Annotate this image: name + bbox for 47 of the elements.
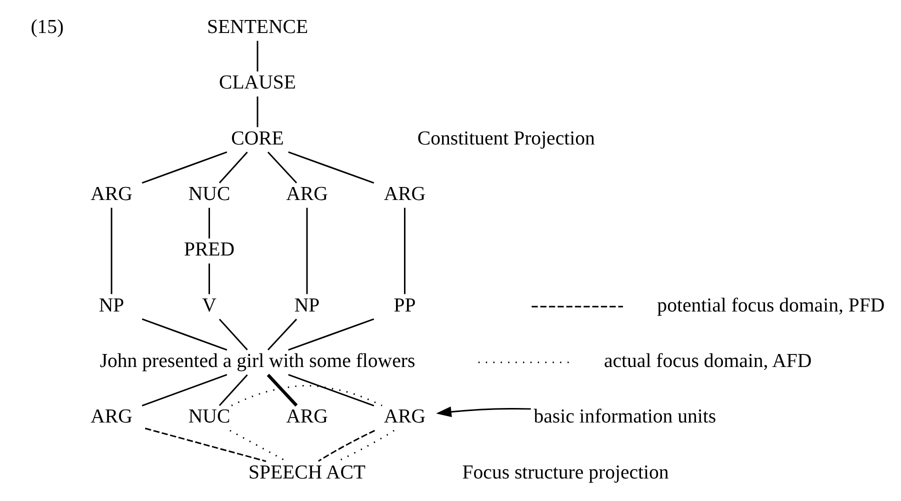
connector [142, 318, 228, 350]
node-text: PRED [184, 238, 235, 260]
connector [318, 429, 376, 462]
label: Focus structure projection [462, 460, 669, 483]
connector [144, 427, 266, 462]
connector [267, 151, 298, 183]
legend-label: potential focus domain, PFD [657, 294, 885, 316]
connector [266, 373, 298, 406]
connector [288, 374, 374, 406]
connector [218, 318, 248, 350]
node-text: PP [394, 294, 416, 316]
node-text: ARG [286, 405, 328, 428]
connector [218, 151, 248, 183]
node-text: John presented a girl with some flowers [100, 350, 416, 372]
node-text: SENTENCE [206, 16, 308, 38]
legend-label: actual focus domain, AFD [604, 350, 812, 372]
node-text: ARG [384, 182, 426, 205]
node-text: CLAUSE [219, 71, 296, 94]
connector [218, 374, 248, 406]
node-text: basic information units [534, 405, 716, 428]
node-text: CORE [231, 126, 284, 149]
node-text: V [202, 294, 216, 316]
node-text: ARG [90, 182, 132, 205]
connector [231, 384, 382, 406]
connector [288, 150, 374, 184]
node-text: NUC [188, 182, 230, 205]
arrow [436, 406, 531, 417]
connector [208, 263, 210, 294]
label: (15) [30, 16, 64, 38]
node-text: NUC [188, 405, 230, 428]
connector [256, 40, 258, 71]
connector [256, 96, 258, 127]
node-text: NP [98, 294, 124, 316]
connector [306, 207, 308, 294]
node-text: ARG [90, 405, 132, 428]
node-text: ARG [286, 182, 328, 205]
node-text: NP [294, 294, 320, 316]
connector [142, 374, 228, 406]
connector [142, 150, 228, 184]
connector [208, 207, 210, 238]
node-text: ARG [384, 405, 426, 428]
connector [110, 207, 112, 294]
connector [267, 318, 298, 350]
label: Constituent Projection [417, 126, 595, 149]
node-text: SPEECH ACT [248, 460, 366, 483]
connector [404, 207, 406, 294]
connector [288, 318, 374, 350]
